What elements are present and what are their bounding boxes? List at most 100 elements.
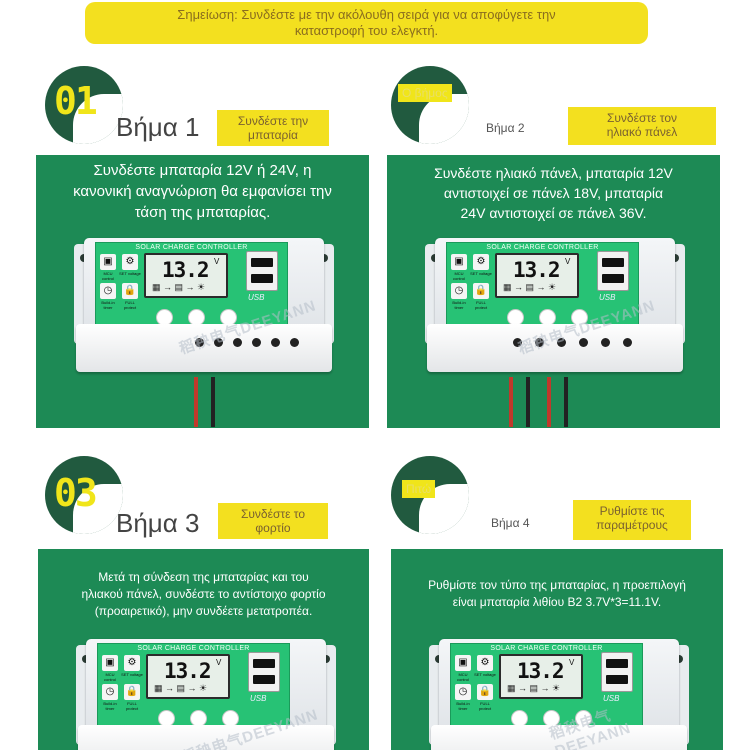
- terminal: [601, 338, 610, 347]
- step-2-controller: SOLAR CHARGE CONTROLLER ▣ MCU control ⚙ …: [425, 238, 685, 378]
- step-3-number: 03: [54, 471, 98, 515]
- step-2-tag-line-1: Συνδέστε τον: [606, 111, 678, 125]
- usb-port-icon: [248, 652, 280, 692]
- step-4-tag: Ρυθμίστε τις παραμέτρους: [573, 500, 691, 540]
- terminal: [252, 338, 261, 347]
- step-2-text-line-2: αντιστοιχεί σε πάνελ 18V, μπαταρία: [443, 185, 664, 201]
- black-wire: [526, 377, 530, 427]
- step-1-tag: Συνδέστε την μπαταρία: [217, 110, 329, 146]
- timer-label: Build-in timer: [456, 701, 470, 711]
- step-3-panel: Μετά τη σύνδεση της μπαταρίας και του ηλ…: [38, 549, 369, 750]
- lcd-unit: V: [214, 257, 220, 266]
- step-3-controller: SOLAR CHARGE CONTROLLER ▣ MCU control ⚙ …: [76, 639, 336, 750]
- chip-icon: ▣: [455, 655, 471, 671]
- gear-icon: ⚙: [122, 254, 138, 270]
- step-4-text: Ρυθμίστε τον τύπο της μπαταρίας, η προεπ…: [391, 577, 723, 611]
- step-1-text-line-1: Συνδέστε μπαταρία 12V ή 24V, η: [93, 162, 312, 179]
- usb-label: USB: [250, 694, 267, 703]
- step-2-tag-line-2: ηλιακό πάνελ: [606, 125, 678, 139]
- lock-icon: 🔒: [473, 283, 489, 299]
- chip-icon: ▣: [100, 254, 116, 270]
- clock-icon: ◷: [100, 283, 116, 299]
- step-3-tag: Συνδέστε το φορτίο: [218, 503, 328, 539]
- lcd-unit: V: [565, 257, 571, 266]
- protect-label: FULL protect: [478, 701, 492, 711]
- protect-label: FULL protect: [125, 701, 139, 711]
- mcu-label: MCU control: [452, 271, 465, 281]
- clock-icon: ◷: [102, 684, 118, 700]
- lcd-display: 13.2 V ▦ → ▤ → ☀: [499, 654, 583, 699]
- usb-port-icon: [246, 251, 278, 291]
- lcd-value: 13.2: [513, 258, 561, 282]
- red-wire: [194, 377, 198, 427]
- step-3-tag-line-2: φορτίο: [255, 521, 291, 535]
- red-wire: [509, 377, 513, 427]
- lock-icon: 🔒: [122, 283, 138, 299]
- terminal: [233, 338, 242, 347]
- terminal: [579, 338, 588, 347]
- step-1-text-line-3: τάση της μπαταρίας.: [134, 204, 271, 221]
- gear-icon: ⚙: [477, 655, 493, 671]
- step-4-text-line-1: Ρυθμίστε τον τύπο της μπαταρίας, η προεπ…: [428, 578, 686, 592]
- step-2-panel: Συνδέστε ηλιακό πάνελ, μπαταρία 12V αντι…: [387, 155, 720, 428]
- step-4-panel: Ρυθμίστε τον τύπο της μπαταρίας, η προεπ…: [391, 549, 723, 750]
- lcd-unit: V: [216, 658, 222, 667]
- lock-icon: 🔒: [124, 684, 140, 700]
- terminal: [195, 338, 204, 347]
- step-4-tag-line-2: παραμέτρους: [596, 518, 668, 532]
- lcd-value: 13.2: [162, 258, 210, 282]
- step-1-number: 01: [54, 79, 98, 123]
- lcd-unit: V: [569, 658, 575, 667]
- step-3-badge: [45, 456, 123, 534]
- timer-label: Build-in timer: [452, 300, 466, 310]
- clock-icon: ◷: [451, 283, 467, 299]
- step-2-badge-word: Ο βήμος: [398, 84, 452, 102]
- step-1-tag-line-1: Συνδέστε την: [237, 114, 309, 128]
- usb-port-icon: [601, 652, 633, 692]
- lcd-display: 13.2 V ▦ → ▤ → ☀: [144, 253, 228, 298]
- controller-face: SOLAR CHARGE CONTROLLER ▣ MCU control ⚙ …: [450, 643, 643, 735]
- step-4-badge-word: Πιτώ: [402, 480, 436, 498]
- terminal: [557, 338, 566, 347]
- clock-icon: ◷: [455, 684, 471, 700]
- chip-icon: ▣: [102, 655, 118, 671]
- usb-label: USB: [599, 293, 616, 302]
- controller-face: SOLAR CHARGE CONTROLLER ▣ MCU control ⚙ …: [97, 643, 290, 735]
- controller-title: SOLAR CHARGE CONTROLLER: [135, 244, 248, 251]
- lcd-value: 13.2: [164, 659, 212, 683]
- step-3-text: Μετά τη σύνδεση της μπαταρίας και του ηλ…: [38, 569, 369, 620]
- lcd-display: 13.2 V ▦ → ▤ → ☀: [146, 654, 230, 699]
- note-line-1: Σημείωση: Συνδέστε με την ακόλουθη σειρά…: [177, 7, 556, 22]
- step-1-title: Βήμα 1: [116, 112, 200, 142]
- step-2-tag: Συνδέστε τον ηλιακό πάνελ: [568, 107, 716, 145]
- timer-label: Build-in timer: [103, 701, 117, 711]
- lcd-status-icons: ▦ → ▤ → ☀: [152, 282, 206, 292]
- usb-label: USB: [248, 293, 265, 302]
- black-wire: [211, 377, 215, 427]
- step-4-controller: SOLAR CHARGE CONTROLLER ▣ MCU control ⚙ …: [429, 639, 689, 750]
- chip-icon: ▣: [451, 254, 467, 270]
- terminal: [623, 338, 632, 347]
- gear-icon: ⚙: [473, 254, 489, 270]
- mcu-label: MCU control: [103, 672, 116, 682]
- gear-icon: ⚙: [124, 655, 140, 671]
- usb-label: USB: [603, 694, 620, 703]
- usb-port-icon: [597, 251, 629, 291]
- step-3-title: Βήμα 3: [116, 508, 200, 538]
- step-3-text-line-2: ηλιακού πάνελ, συνδέστε το αντίστοιχο φο…: [81, 587, 326, 601]
- terminal: [535, 338, 544, 347]
- step-1-text-line-2: κανονική αναγνώριση θα εμφανίσει την: [73, 183, 332, 200]
- step-1-panel: Συνδέστε μπαταρία 12V ή 24V, η κανονική …: [36, 155, 369, 428]
- step-1-controller: SOLAR CHARGE CONTROLLER ▣ MCU control ⚙ …: [74, 238, 334, 378]
- set-label: SET voltage: [121, 672, 143, 677]
- mcu-label: MCU control: [456, 672, 469, 682]
- controller-face: SOLAR CHARGE CONTROLLER ▣ MCU control ⚙ …: [446, 242, 639, 334]
- step-3-tag-line-1: Συνδέστε το: [240, 507, 306, 521]
- set-label: SET voltage: [474, 672, 496, 677]
- step-1-text: Συνδέστε μπαταρία 12V ή 24V, η κανονική …: [36, 160, 369, 223]
- red-wire: [547, 377, 551, 427]
- lcd-status-icons: ▦ → ▤ → ☀: [503, 282, 557, 292]
- lcd-value: 13.2: [517, 659, 565, 683]
- terminal: [290, 338, 299, 347]
- note-line-2: καταστροφή του ελεγκτή.: [294, 23, 439, 38]
